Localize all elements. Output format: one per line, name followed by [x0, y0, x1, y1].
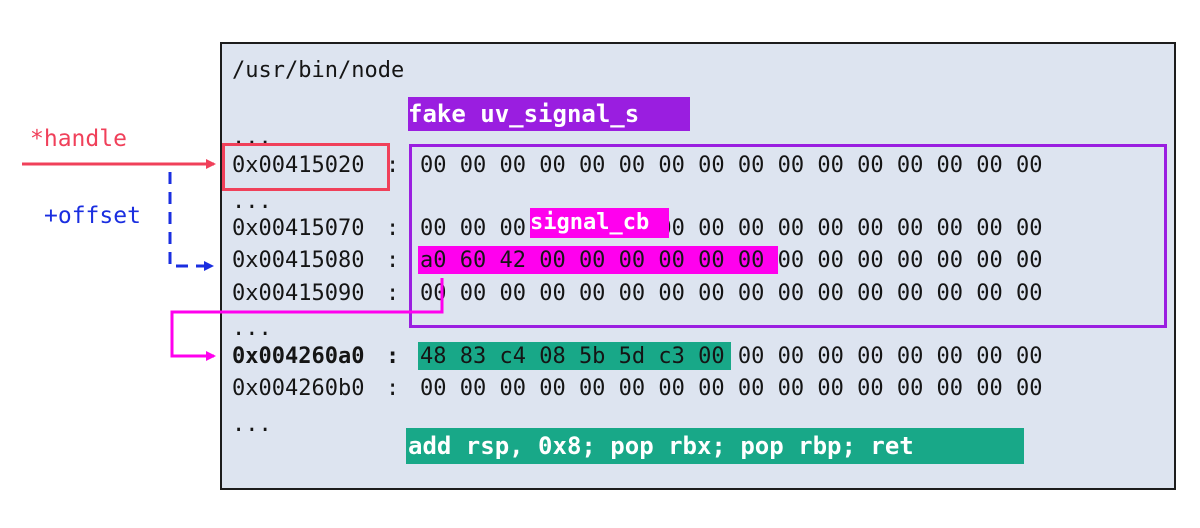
- signal-cb-label-cover: [530, 208, 669, 238]
- row-colon: :: [386, 376, 400, 401]
- ellipsis-3: ...: [232, 316, 272, 341]
- fake-struct-label: fake uv_signal_s: [408, 100, 640, 128]
- row-bytes: 48 83 c4 08 5b 5d c3 00 00 00 00 00 00 0…: [420, 344, 1043, 369]
- row-address: 0x00415090: [232, 281, 365, 306]
- signal-cb-bytes-highlight: [418, 246, 778, 274]
- row-colon: :: [386, 344, 400, 369]
- row-bytes: 00 00 00 00 00 00 00 00 00 00 00 00 00 0…: [420, 281, 1043, 306]
- row-address: 0x004260b0: [232, 376, 365, 401]
- offset-label: +offset: [44, 203, 141, 229]
- row-colon: :: [386, 216, 400, 241]
- signal-cb-label: signal_cb: [530, 210, 650, 235]
- handle-label: *handle: [30, 126, 127, 152]
- row-address: 0x00415070: [232, 216, 365, 241]
- row-address: 0x00415080: [232, 248, 365, 273]
- row-bytes: a0 60 42 00 00 00 00 00 00 00 00 00 00 0…: [420, 248, 1043, 273]
- gadget-label-bg: [406, 428, 1024, 464]
- row-colon: :: [386, 281, 400, 306]
- ellipsis-4: ...: [232, 412, 272, 437]
- binary-path-title: /usr/bin/node: [232, 58, 405, 83]
- row-bytes: 00 00 00 00 00 00 00 00 00 00 00 00 00 0…: [420, 376, 1043, 401]
- fake-struct-box: [409, 144, 1167, 328]
- row-address: 0x00415020: [232, 153, 365, 178]
- ellipsis-2: ...: [232, 189, 272, 214]
- row-bytes: 00 00 00 00 00 00 00 00 00 00 00 00 00 0…: [420, 153, 1043, 178]
- gadget-label: add rsp, 0x8; pop rbx; pop rbp; ret: [408, 432, 914, 460]
- row-address: 0x004260a0: [232, 344, 365, 369]
- fake-struct-label-bg: [408, 97, 690, 131]
- handle-address-box: [222, 143, 390, 191]
- row-bytes: 00 00 00 00 00 00 00 00 00 00 00 00 00 0…: [420, 216, 1043, 241]
- pointer-arrow: [170, 278, 444, 361]
- row-colon: :: [386, 248, 400, 273]
- offset-arrow: [168, 172, 214, 271]
- gadget-bytes-highlight: [418, 342, 731, 370]
